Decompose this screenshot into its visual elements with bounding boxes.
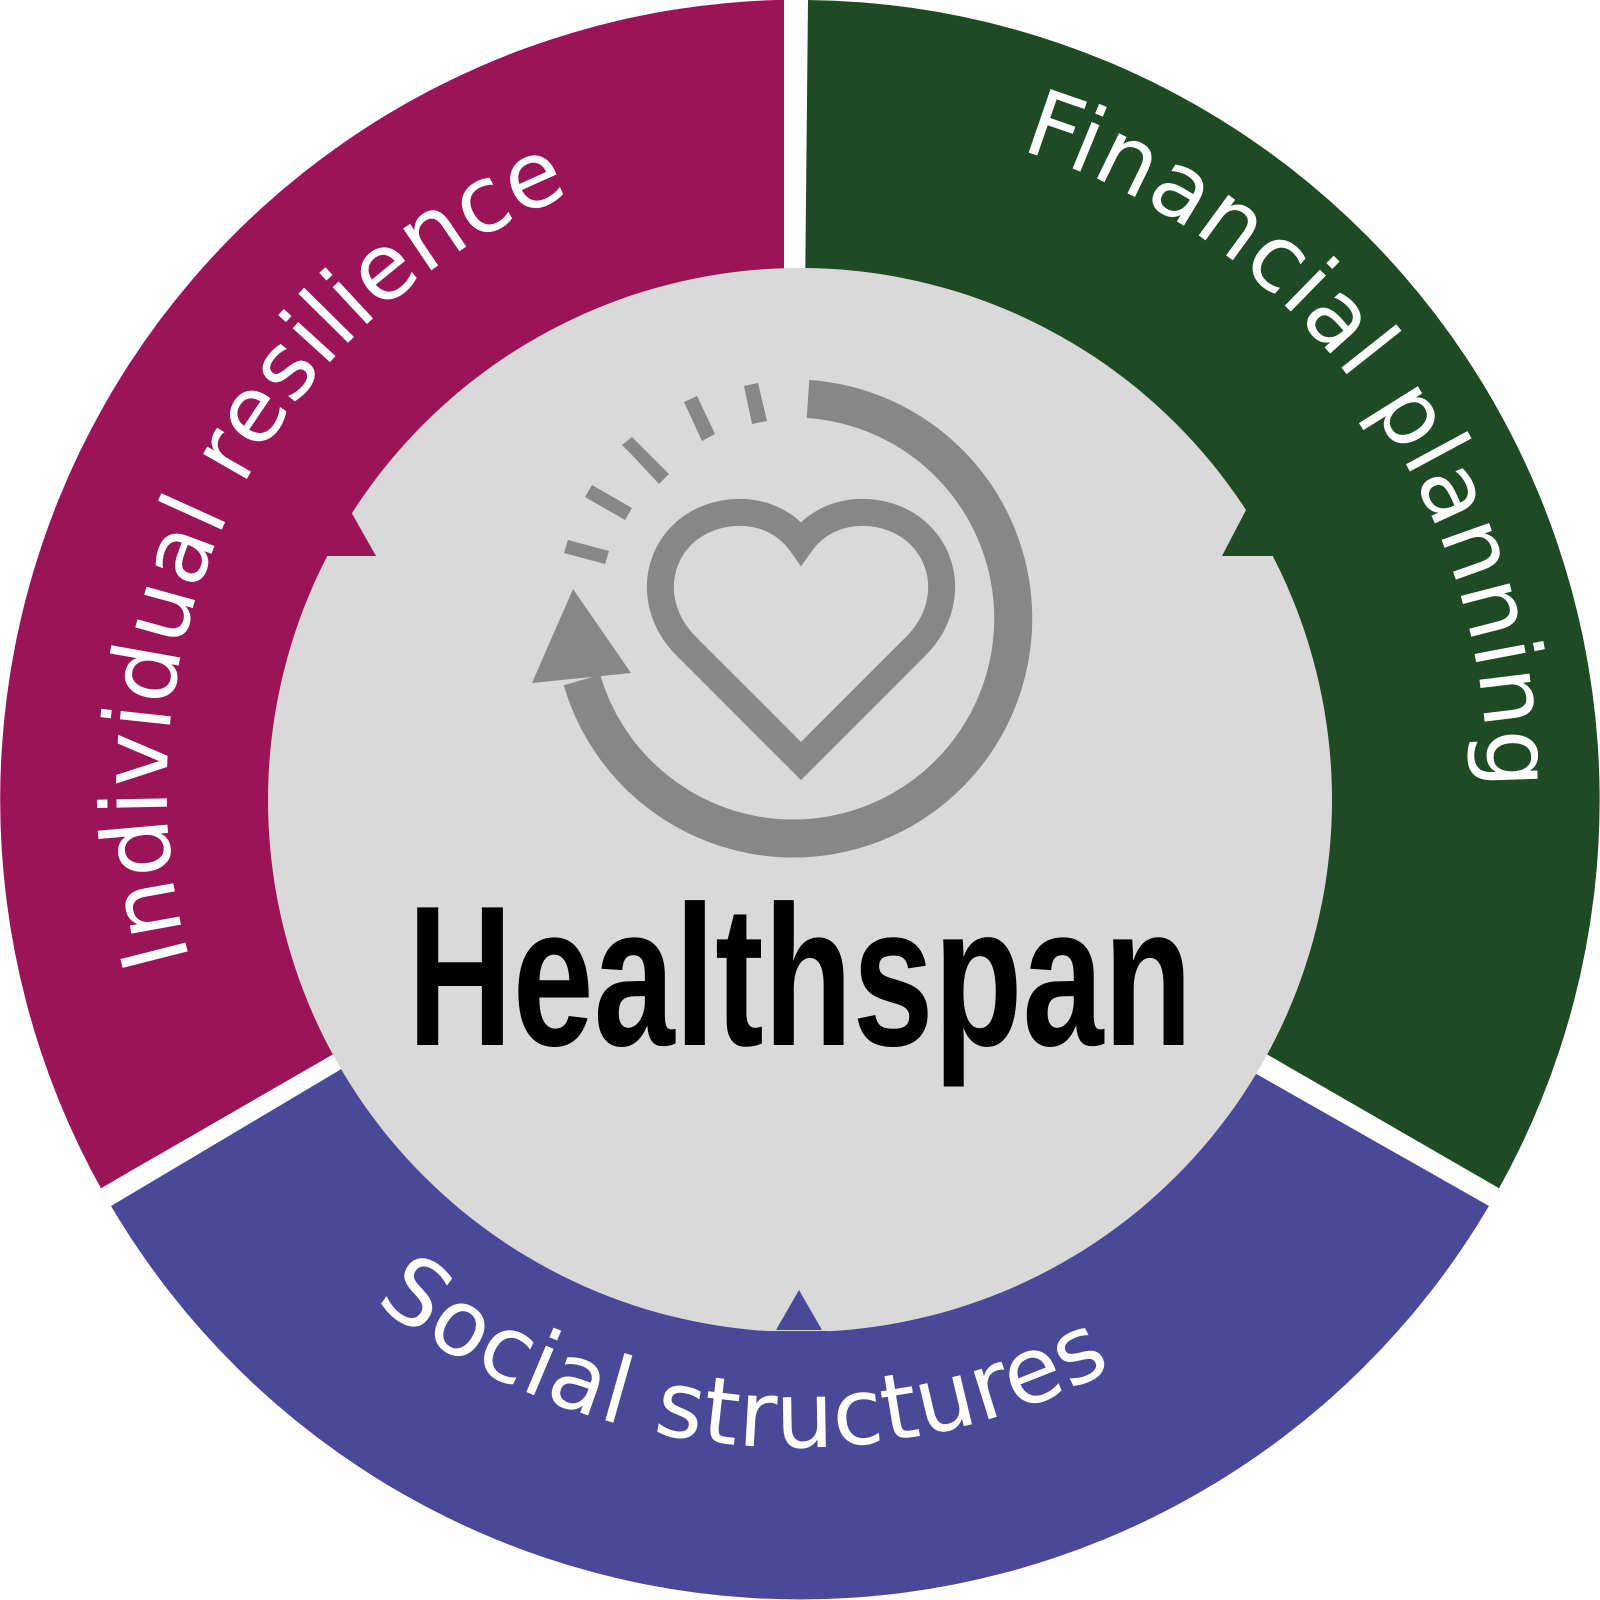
heart-cycle-icon [532,380,1033,858]
notch-bottom-base [770,1331,828,1345]
separator-lower-right [1236,1041,1504,1205]
arrow-notches [290,510,1310,1345]
cycle-arc-icon [563,380,1033,858]
notch-right-icon [1222,510,1310,600]
heart-icon [646,498,956,781]
center-title: Healthspan [408,865,1193,1088]
notch-left-icon [290,510,376,600]
cycle-dashes-icon [564,383,767,564]
notch-bottom-icon [776,1290,822,1330]
separator-lower-left [96,1041,364,1205]
segment-separators [96,0,1504,1205]
cycle-arrowhead-icon [532,589,631,683]
center-circle [268,268,1332,1332]
